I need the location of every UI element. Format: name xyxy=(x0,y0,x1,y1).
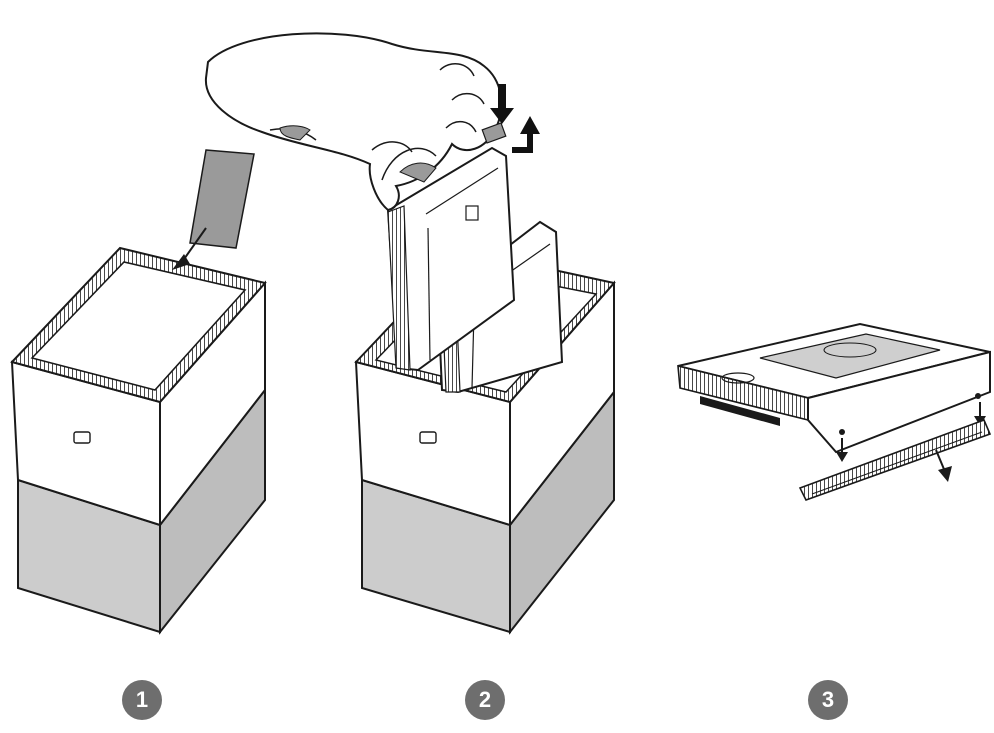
step3-pull-arrow xyxy=(935,449,952,482)
step3-rail xyxy=(798,418,992,501)
step2-latch-tab xyxy=(481,122,507,144)
step1-enclosure xyxy=(10,149,267,635)
step3-screw xyxy=(975,393,981,399)
step1-wd-logo xyxy=(73,431,91,444)
step1-arrow xyxy=(172,227,207,270)
step1-lid xyxy=(189,149,255,249)
step-badge-2: 2 xyxy=(465,680,505,720)
step1-top-cover xyxy=(30,261,247,391)
step2-drive-pulled-side xyxy=(387,205,411,371)
step2-enclosure xyxy=(204,32,616,635)
step3-drive-side xyxy=(807,350,991,454)
step-badge-3: 3 xyxy=(808,680,848,720)
step2-press-arrow xyxy=(490,84,514,124)
step3-screw xyxy=(839,429,845,435)
step2-lift-arrow xyxy=(512,116,540,153)
step2-drive-label xyxy=(465,205,479,221)
step3-drive xyxy=(677,322,992,501)
step-badge-1: 1 xyxy=(122,680,162,720)
step3-drive-label xyxy=(759,333,941,379)
step2-wd-logo xyxy=(419,431,437,444)
